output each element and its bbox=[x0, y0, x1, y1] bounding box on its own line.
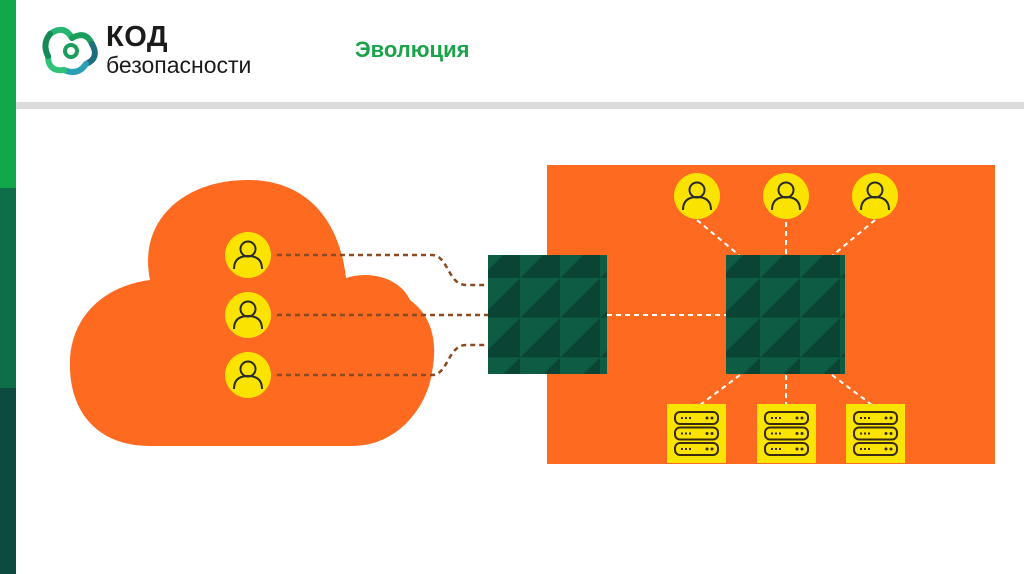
header-divider bbox=[16, 102, 1024, 109]
cloud-user-icon bbox=[224, 291, 272, 339]
office-user-icon bbox=[851, 172, 899, 220]
side-stripe-bottom bbox=[0, 388, 16, 574]
link-cloud-user-3 bbox=[277, 343, 488, 377]
logo-mark-icon bbox=[42, 26, 98, 75]
office-user-icon bbox=[673, 172, 721, 220]
link-cloud-user-1 bbox=[277, 253, 488, 287]
core-switch bbox=[726, 255, 845, 374]
server-icon bbox=[846, 404, 905, 463]
company-logo[interactable]: КОД безопасности bbox=[40, 20, 280, 80]
logo-subtitle: безопасности bbox=[106, 52, 252, 78]
cloud-user-icon bbox=[224, 231, 272, 279]
server-icon bbox=[757, 404, 816, 463]
side-stripe-top bbox=[0, 0, 16, 188]
link-core-user-3 bbox=[831, 219, 876, 257]
server-icon bbox=[667, 404, 726, 463]
side-stripe-middle bbox=[0, 188, 16, 388]
edge-switch bbox=[488, 255, 607, 374]
logo-title: КОД bbox=[106, 21, 169, 53]
link-core-user-1 bbox=[696, 219, 741, 257]
cloud-user-icon bbox=[224, 351, 272, 399]
page-title: Эволюция bbox=[355, 37, 470, 62]
office-user-icon bbox=[762, 172, 810, 220]
